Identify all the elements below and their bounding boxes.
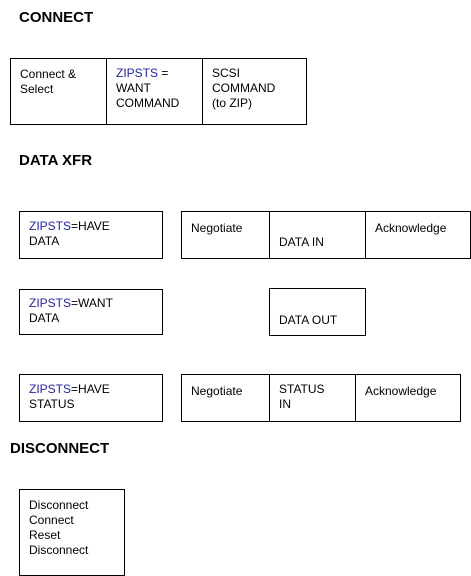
acknowledge-label: Acknowledge — [375, 221, 447, 235]
connect-select-line1: Connect & — [20, 67, 77, 81]
data-in-label: DATA IN — [279, 235, 324, 249]
connect-heading: CONNECT — [19, 9, 94, 26]
want-data-line2: DATA — [29, 311, 60, 325]
want-label: =WANT — [71, 296, 113, 310]
scsi-command-line3: (to ZIP) — [212, 96, 253, 110]
have-label: =HAVE — [71, 219, 110, 233]
connect-select-line2: Select — [20, 82, 54, 96]
zipsts-want-command-box: ZIPSTS = WANT COMMAND — [106, 58, 203, 125]
have-status-line1: ZIPSTS=HAVE — [29, 382, 153, 397]
negotiate-label-2: Negotiate — [191, 384, 243, 398]
zipsts-want-command-line2: WANT — [116, 81, 151, 95]
data-xfr-heading: DATA XFR — [19, 152, 93, 169]
have-data-line2: DATA — [29, 234, 60, 248]
zipsts-label: ZIPSTS — [29, 382, 72, 396]
have-data-line1: ZIPSTS=HAVE — [29, 219, 153, 234]
disconnect-box: Disconnect Connect Reset Disconnect — [19, 489, 125, 576]
status-in-box: STATUS IN — [269, 374, 356, 422]
reset-item: Reset — [29, 528, 61, 542]
acknowledge-box: Acknowledge — [365, 211, 471, 259]
zipsts-have-status-box: ZIPSTS=HAVE STATUS — [19, 374, 163, 422]
negotiate-box: Negotiate — [181, 211, 270, 259]
have-status-line2: STATUS — [29, 397, 75, 411]
negotiate-box-2: Negotiate — [181, 374, 270, 422]
data-out-box: DATA OUT — [269, 288, 366, 336]
disconnect-item-2: Disconnect — [29, 543, 89, 557]
negotiate-label: Negotiate — [191, 221, 243, 235]
zipsts-eq: = — [158, 66, 169, 80]
acknowledge-box-2: Acknowledge — [355, 374, 461, 422]
zipsts-want-command-line1: ZIPSTS = — [116, 66, 193, 81]
scsi-command-line1: SCSI — [212, 66, 241, 80]
zipsts-label: ZIPSTS — [116, 66, 159, 80]
zipsts-want-command-line3: COMMAND — [116, 96, 180, 110]
data-out-label: DATA OUT — [279, 313, 338, 327]
disconnect-item: Disconnect — [29, 498, 89, 512]
connect-select-box: Connect & Select — [10, 58, 107, 125]
zipsts-want-data-box: ZIPSTS=WANT DATA — [19, 289, 163, 335]
zipsts-have-data-box: ZIPSTS=HAVE DATA — [19, 211, 163, 259]
zipsts-label: ZIPSTS — [29, 296, 72, 310]
status-in-line2: IN — [279, 397, 291, 411]
scsi-command-line2: COMMAND — [212, 81, 276, 95]
disconnect-heading: DISCONNECT — [10, 440, 110, 457]
want-data-line1: ZIPSTS=WANT — [29, 296, 153, 311]
status-in-line1: STATUS — [279, 382, 325, 396]
acknowledge-label-2: Acknowledge — [365, 384, 437, 398]
connect-item: Connect — [29, 513, 74, 527]
scsi-command-box: SCSI COMMAND (to ZIP) — [202, 58, 307, 125]
data-in-box: DATA IN — [269, 211, 366, 259]
zipsts-label: ZIPSTS — [29, 219, 72, 233]
have-label: =HAVE — [71, 382, 110, 396]
